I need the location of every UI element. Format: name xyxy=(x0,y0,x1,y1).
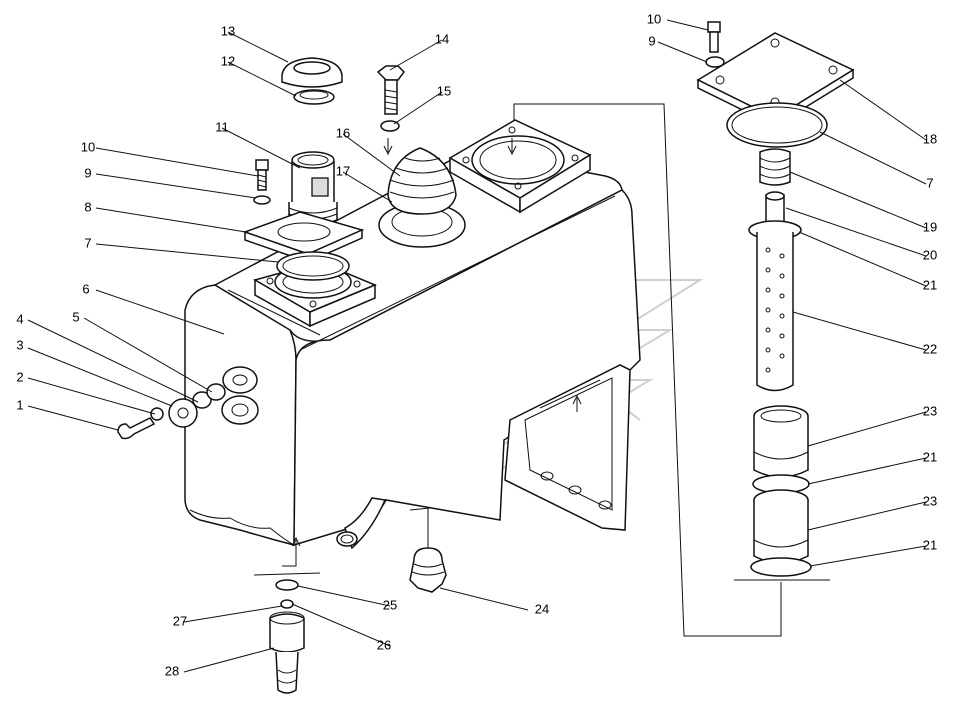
label-18: 18 xyxy=(923,131,937,146)
label-12: 12 xyxy=(221,53,235,68)
label-10-left: 10 xyxy=(81,139,95,154)
label-26: 26 xyxy=(377,637,391,652)
label-7-right: 7 xyxy=(926,175,933,190)
label-16: 16 xyxy=(336,125,350,140)
tube-holes xyxy=(765,247,785,373)
label-13: 13 xyxy=(221,23,235,38)
label-17: 17 xyxy=(336,163,350,178)
filter-assembly xyxy=(409,21,855,637)
label-8: 8 xyxy=(84,199,91,214)
label-27: 27 xyxy=(173,613,187,628)
breather-assembly xyxy=(378,147,466,248)
label-14: 14 xyxy=(435,31,449,46)
part-labels: 1 2 3 4 5 6 7 8 9 10 11 12 13 14 15 16 1… xyxy=(16,11,937,678)
label-22: 22 xyxy=(923,341,937,356)
label-15: 15 xyxy=(437,83,451,98)
label-21-b: 21 xyxy=(923,449,937,464)
label-4: 4 xyxy=(16,311,23,326)
filler-neck xyxy=(242,151,365,281)
bottom-fitting xyxy=(253,552,321,694)
label-23-b: 23 xyxy=(923,493,937,508)
label-3: 3 xyxy=(16,337,23,352)
bolt-left xyxy=(253,159,271,205)
bolt-top xyxy=(376,65,405,156)
label-9-right: 9 xyxy=(648,33,655,48)
label-11: 11 xyxy=(215,119,229,134)
leader-lines xyxy=(27,19,927,673)
label-10-right: 10 xyxy=(647,11,661,26)
label-23-a: 23 xyxy=(923,403,937,418)
label-9-left: 9 xyxy=(84,165,91,180)
rear-flange xyxy=(448,119,592,214)
label-21-c: 21 xyxy=(923,537,937,552)
label-21-a: 21 xyxy=(923,277,937,292)
label-20: 20 xyxy=(923,247,937,262)
label-28: 28 xyxy=(165,663,179,678)
label-6: 6 xyxy=(82,281,89,296)
drain-parts-left xyxy=(117,366,259,440)
label-24: 24 xyxy=(535,601,549,616)
cap-assembly xyxy=(281,57,343,105)
sump-fitting xyxy=(409,508,447,593)
label-1: 1 xyxy=(16,397,23,412)
label-2: 2 xyxy=(16,369,23,384)
label-19: 19 xyxy=(923,219,937,234)
label-25: 25 xyxy=(383,597,397,612)
label-7-left: 7 xyxy=(84,235,91,250)
label-5: 5 xyxy=(72,309,79,324)
